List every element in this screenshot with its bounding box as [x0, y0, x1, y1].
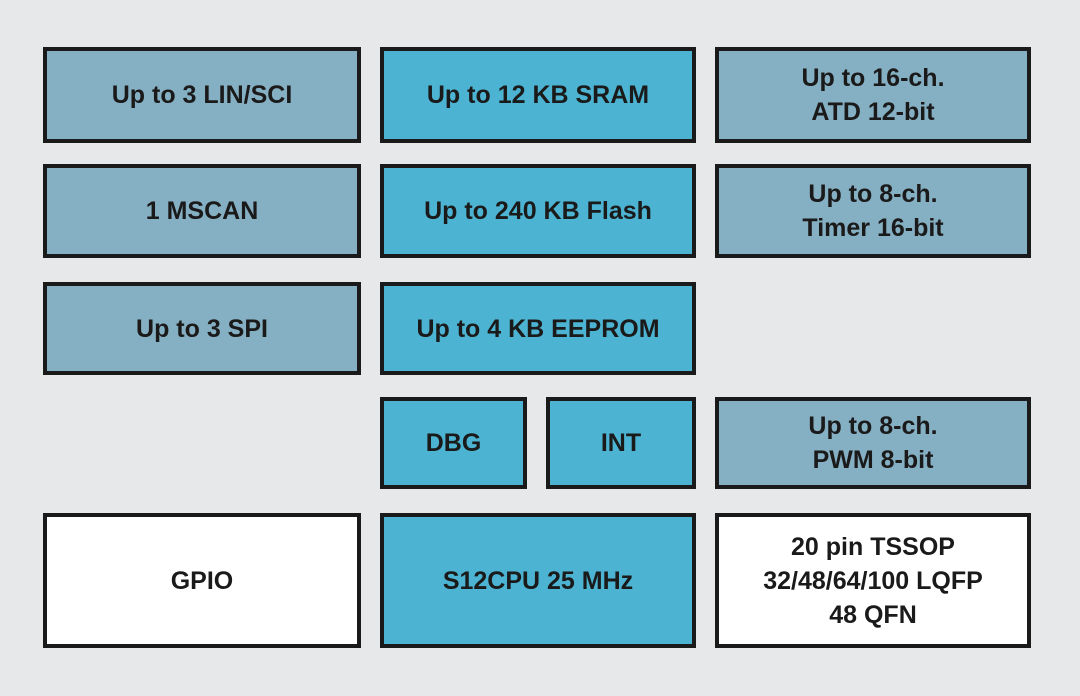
block-mscan: 1 MSCAN	[43, 164, 361, 258]
block-spi: Up to 3 SPI	[43, 282, 361, 375]
block-timer: Up to 8-ch. Timer 16-bit	[715, 164, 1031, 258]
block-int: INT	[546, 397, 696, 489]
block-cpu: S12CPU 25 MHz	[380, 513, 696, 648]
block-pwm: Up to 8-ch. PWM 8-bit	[715, 397, 1031, 489]
block-flash: Up to 240 KB Flash	[380, 164, 696, 258]
block-eeprom: Up to 4 KB EEPROM	[380, 282, 696, 375]
block-sram: Up to 12 KB SRAM	[380, 47, 696, 143]
block-dbg: DBG	[380, 397, 527, 489]
block-lin-sci: Up to 3 LIN/SCI	[43, 47, 361, 143]
block-package-options: 20 pin TSSOP 32/48/64/100 LQFP 48 QFN	[715, 513, 1031, 648]
block-atd: Up to 16-ch. ATD 12-bit	[715, 47, 1031, 143]
block-gpio: GPIO	[43, 513, 361, 648]
